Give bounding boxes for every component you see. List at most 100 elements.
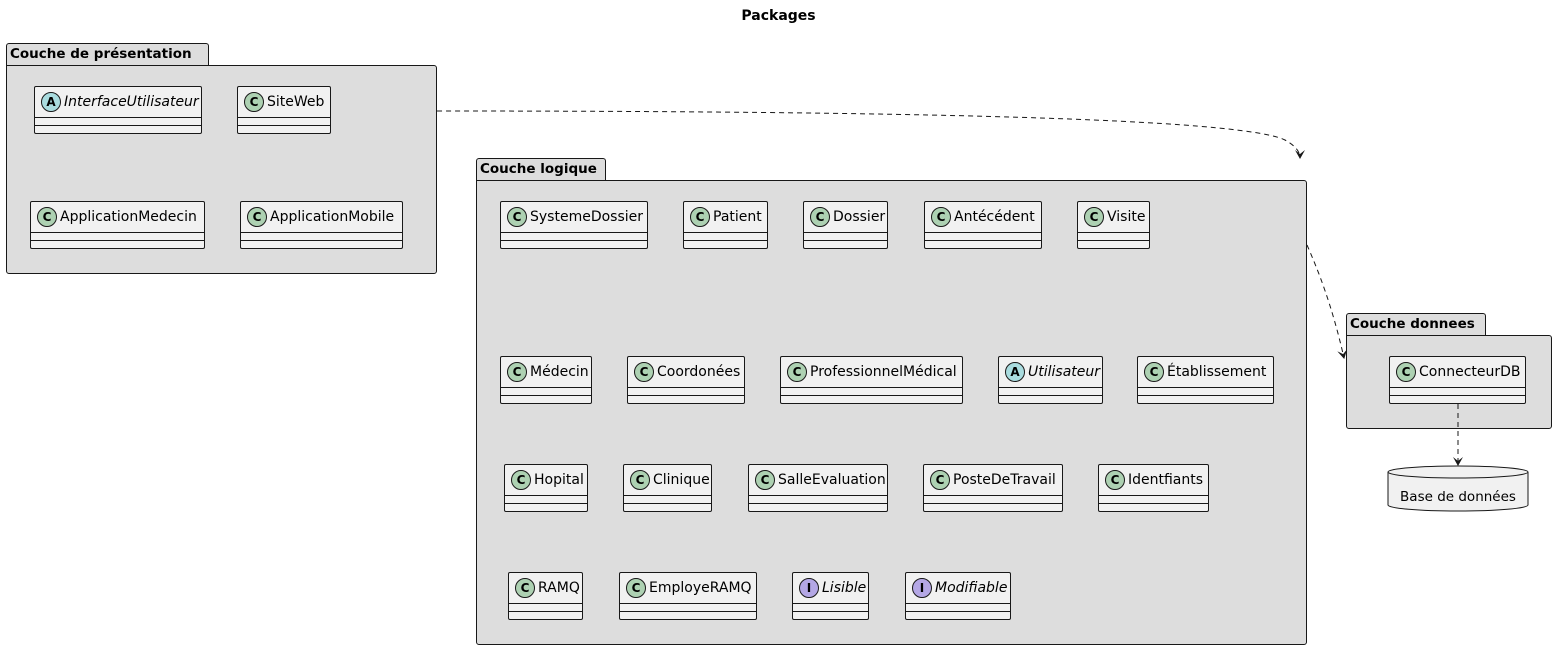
class-name: Clinique xyxy=(653,472,710,488)
stereotype-badge-icon: C xyxy=(1084,207,1104,227)
stereotype-badge-icon: I xyxy=(799,578,819,598)
class-name: EmployeRAMQ xyxy=(649,580,752,596)
attributes-compartment xyxy=(925,232,1041,240)
stereotype-badge-icon: A xyxy=(1005,362,1025,382)
class-name: Identfiants xyxy=(1128,472,1204,488)
attributes-compartment xyxy=(749,495,887,503)
stereotype-badge-icon: C xyxy=(810,207,830,227)
methods-compartment xyxy=(999,395,1102,396)
methods-compartment xyxy=(781,395,962,396)
stereotype-badge-icon: C xyxy=(634,362,654,382)
attributes-compartment xyxy=(906,603,1010,611)
attributes-compartment xyxy=(793,603,868,611)
stereotype-badge-icon: C xyxy=(1144,362,1164,382)
package-tab-logique: Couche logique xyxy=(476,158,606,181)
attributes-compartment xyxy=(620,603,756,611)
attributes-compartment xyxy=(628,387,744,395)
attributes-compartment xyxy=(1390,387,1525,395)
stereotype-badge-icon: C xyxy=(1105,470,1125,490)
attributes-compartment xyxy=(804,232,887,240)
methods-compartment xyxy=(749,503,887,504)
attributes-compartment xyxy=(509,603,582,611)
package-logique xyxy=(476,180,1307,645)
attributes-compartment xyxy=(238,117,330,125)
methods-compartment xyxy=(1078,240,1149,241)
stereotype-badge-icon: C xyxy=(755,470,775,490)
attributes-compartment xyxy=(999,387,1102,395)
methods-compartment xyxy=(509,611,582,612)
class-name: Dossier xyxy=(833,209,886,225)
attributes-compartment xyxy=(924,495,1062,503)
attributes-compartment xyxy=(1099,495,1208,503)
class-name: ProfessionnelMédical xyxy=(810,364,957,380)
methods-compartment xyxy=(241,240,402,241)
class-name: RAMQ xyxy=(538,580,580,596)
stereotype-badge-icon: C xyxy=(511,470,531,490)
stereotype-badge-icon: C xyxy=(37,207,57,227)
methods-compartment xyxy=(684,240,767,241)
stereotype-badge-icon: C xyxy=(515,578,535,598)
class-name: ApplicationMedecin xyxy=(60,209,197,225)
package-tab-donnees: Couche donnees xyxy=(1346,313,1486,336)
methods-compartment xyxy=(1390,395,1525,396)
stereotype-badge-icon: C xyxy=(507,207,527,227)
stereotype-badge-icon: C xyxy=(247,207,267,227)
methods-compartment xyxy=(804,240,887,241)
stereotype-badge-icon: C xyxy=(630,470,650,490)
attributes-compartment xyxy=(501,232,647,240)
methods-compartment xyxy=(925,240,1041,241)
stereotype-badge-icon: C xyxy=(931,207,951,227)
class-name: SalleEvaluation xyxy=(778,472,886,488)
attributes-compartment xyxy=(684,232,767,240)
attributes-compartment xyxy=(1078,232,1149,240)
class-name: Utilisateur xyxy=(1028,364,1101,380)
stereotype-badge-icon: C xyxy=(787,362,807,382)
methods-compartment xyxy=(31,240,204,241)
methods-compartment xyxy=(501,395,591,396)
class-name: Antécédent xyxy=(954,209,1035,225)
methods-compartment xyxy=(35,125,201,126)
attributes-compartment xyxy=(31,232,204,240)
attributes-compartment xyxy=(1138,387,1273,395)
attributes-compartment xyxy=(501,387,591,395)
attributes-compartment xyxy=(35,117,201,125)
class-name: SiteWeb xyxy=(267,94,325,110)
attributes-compartment xyxy=(781,387,962,395)
package-label: Couche donnees xyxy=(1350,316,1475,332)
methods-compartment xyxy=(628,395,744,396)
class-name: Hopital xyxy=(534,472,584,488)
arrow-presentation-to-logique xyxy=(436,110,1305,159)
class-name: Médecin xyxy=(530,364,589,380)
methods-compartment xyxy=(238,125,330,126)
methods-compartment xyxy=(620,611,756,612)
stereotype-badge-icon: C xyxy=(507,362,527,382)
class-name: InterfaceUtilisateur xyxy=(64,94,199,110)
diagram-title: Packages xyxy=(741,8,816,24)
class-name: Établissement xyxy=(1167,364,1267,380)
package-tab-presentation: Couche de présentation xyxy=(6,43,209,66)
package-label: Couche logique xyxy=(480,161,597,177)
stereotype-badge-icon: I xyxy=(912,578,932,598)
class-name: SystemeDossier xyxy=(530,209,644,225)
methods-compartment xyxy=(505,503,587,504)
stereotype-badge-icon: C xyxy=(930,470,950,490)
stereotype-badge-icon: C xyxy=(626,578,646,598)
